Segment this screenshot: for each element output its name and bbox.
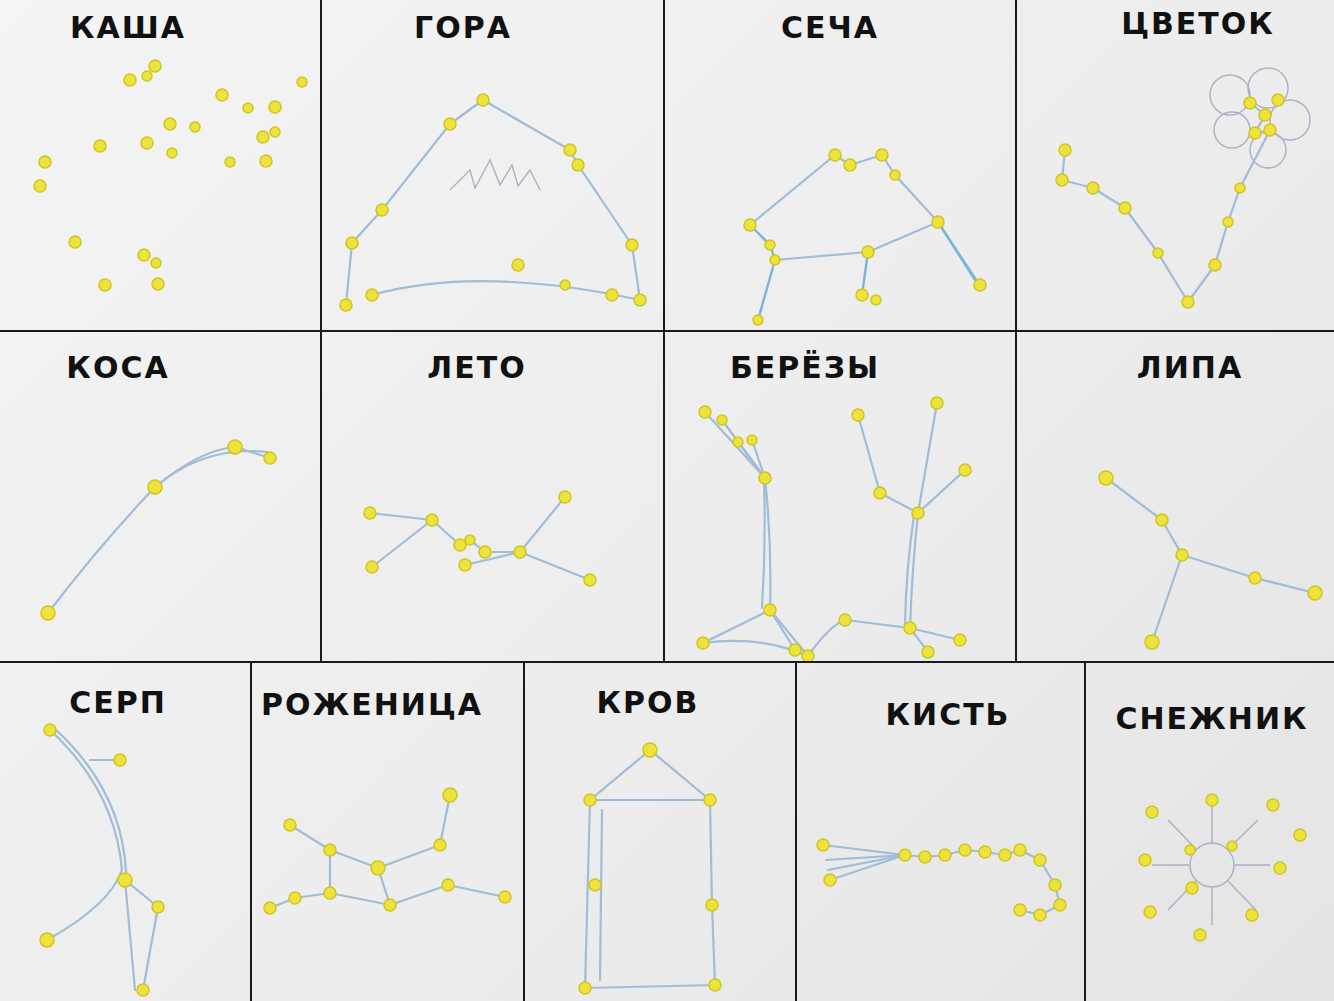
constellation-lines — [47, 68, 1315, 990]
constellation-panel: КИСТЬ — [797, 663, 1086, 1001]
constellation-name: ГОРА — [414, 13, 512, 43]
constellation-name: БЕРЁЗЫ — [730, 353, 880, 383]
constellation-panel: СЕЧА — [665, 0, 1017, 332]
constellation-name: РОЖЕНИЦА — [261, 690, 483, 720]
constellation-panel: ЛИПА — [1017, 332, 1334, 663]
constellation-name: ЛИПА — [1137, 353, 1243, 383]
constellation-panel: БЕРЁЗЫ — [665, 332, 1017, 663]
constellation-name: КРОВ — [597, 688, 700, 718]
constellation-name: СНЕЖНИК — [1115, 704, 1308, 734]
constellation-panel: СЕРП — [0, 663, 252, 1001]
constellation-panel: ГОРА — [322, 0, 665, 332]
stars — [34, 60, 1322, 996]
constellation-name: КОСА — [66, 353, 169, 383]
constellation-name: ЛЕТО — [427, 353, 526, 383]
constellation-panel: ЛЕТО — [322, 332, 665, 663]
constellation-panel: КАША — [0, 0, 322, 332]
constellation-panel: КОСА — [0, 332, 322, 663]
constellation-panel: РОЖЕНИЦА — [252, 663, 525, 1001]
constellation-name: КАША — [70, 13, 186, 43]
constellation-name: КИСТЬ — [886, 700, 1011, 730]
constellation-panel: ЦВЕТОК — [1017, 0, 1334, 332]
constellation-panel: КРОВ — [525, 663, 797, 1001]
constellation-panel: СНЕЖНИК — [1086, 663, 1334, 1001]
constellation-name: СЕЧА — [781, 13, 879, 43]
constellation-name: СЕРП — [69, 688, 167, 718]
constellation-name: ЦВЕТОК — [1121, 9, 1275, 39]
